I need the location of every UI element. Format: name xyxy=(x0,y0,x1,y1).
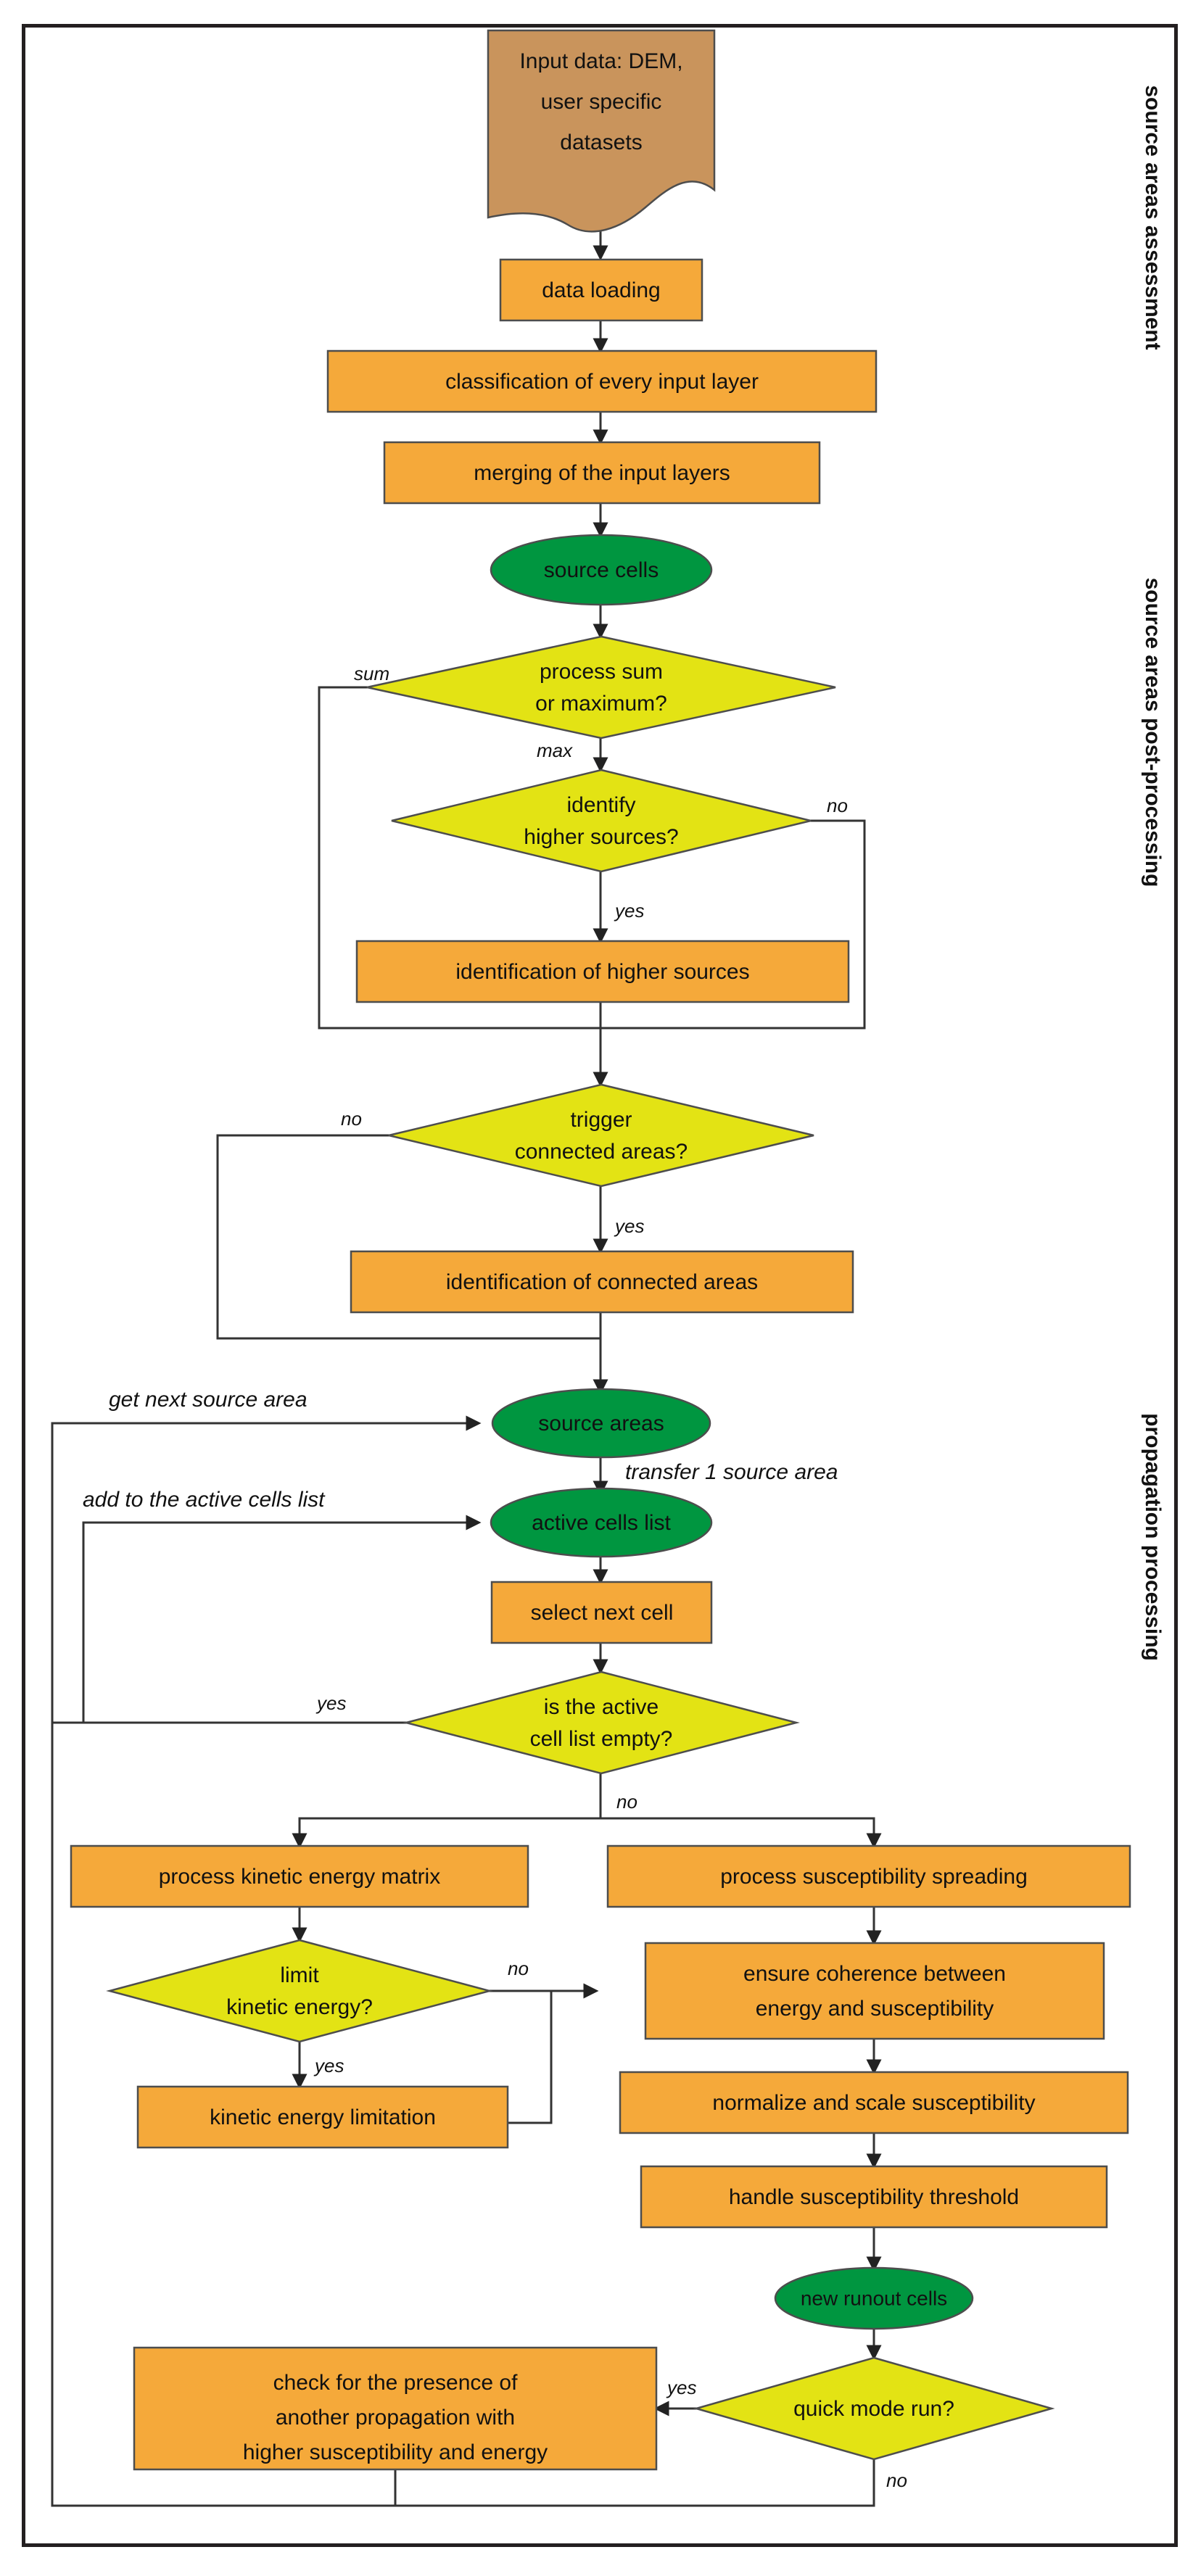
node-ensure-coherence-line-0: ensure coherence between xyxy=(743,1962,1006,1986)
node-input-data-line-0: Input data: DEM, xyxy=(519,49,682,73)
node-identify-higher-line-1: higher sources? xyxy=(524,825,678,849)
node-is-cell-list-empty: is the active cell list empty? xyxy=(403,1670,800,1775)
node-identification-connected-areas: identification of connected areas xyxy=(350,1250,854,1314)
node-data-loading: data loading xyxy=(499,258,703,322)
node-list-empty-line-1: cell list empty? xyxy=(530,1727,673,1751)
node-ident-higher-label: identification of higher sources xyxy=(455,960,749,984)
node-new-runout-label: new runout cells xyxy=(801,2287,947,2309)
node-process-sum-or-max: process sum or maximum? xyxy=(366,635,836,740)
node-new-runout-cells: new runout cells xyxy=(774,2266,974,2330)
node-identify-higher-sources: identify higher sources? xyxy=(391,769,812,873)
node-identification-higher-sources: identification of higher sources xyxy=(355,940,850,1003)
node-ensure-coherence-line-1: energy and susceptibility xyxy=(756,1997,994,2021)
node-trigger-conn-line-1: connected areas? xyxy=(515,1140,688,1164)
node-active-cells-list: active cells list xyxy=(490,1487,713,1558)
node-select-next-cell: select next cell xyxy=(490,1581,713,1644)
node-ident-conn-label: identification of connected areas xyxy=(446,1270,758,1294)
node-quick-mode-label: quick mode run? xyxy=(793,2397,954,2421)
node-source-cells: source cells xyxy=(490,534,713,606)
node-merging-label: merging of the input layers xyxy=(474,461,730,485)
edge-label-get-next-source-area: get next source area xyxy=(109,1388,308,1412)
edge-label-yes-connected: yes xyxy=(614,1215,644,1237)
node-limit-kinetic-line-0: limit xyxy=(280,1963,319,1987)
node-normalize-scale-susceptibility: normalize and scale susceptibility xyxy=(619,2071,1129,2134)
node-trigger-connected-areas: trigger connected areas? xyxy=(388,1083,814,1188)
node-select-next-cell-label: select next cell xyxy=(531,1601,674,1625)
node-input-data-line-2: datasets xyxy=(560,131,642,154)
side-label-1-text: source areas assessment xyxy=(1141,85,1165,349)
edge-label-no-higher: no xyxy=(827,795,848,816)
node-process-susceptibility-spreading: process susceptibility spreading xyxy=(606,1844,1131,1908)
node-sum-max-line-0: process sum xyxy=(540,660,663,684)
node-limit-kinetic-energy: limit kinetic energy? xyxy=(106,1939,493,2043)
node-quick-mode-run: quick mode run? xyxy=(693,2356,1055,2461)
edge-label-yes-empty: yes xyxy=(315,1692,346,1714)
edge-label-transfer-1-source-area: transfer 1 source area xyxy=(625,1460,838,1484)
node-normalize-label: normalize and scale susceptibility xyxy=(712,2091,1035,2115)
node-handle-susceptibility-threshold: handle susceptibility threshold xyxy=(640,2165,1108,2229)
node-check-presence-line-1: another propagation with xyxy=(276,2406,515,2430)
edge-label-yes-higher: yes xyxy=(614,900,644,922)
edge-label-no-limit: no xyxy=(508,1958,529,1979)
node-check-presence-line-0: check for the presence of xyxy=(273,2371,519,2395)
node-merging: merging of the input layers xyxy=(383,441,821,505)
node-trigger-conn-line-0: trigger xyxy=(570,1108,632,1132)
node-check-presence-line-2: higher susceptibility and energy xyxy=(243,2440,548,2464)
node-kinetic-matrix-label: process kinetic energy matrix xyxy=(159,1865,440,1889)
side-label-2-text: source areas post-processing xyxy=(1141,578,1165,887)
node-limit-kinetic-line-1: kinetic energy? xyxy=(226,1995,373,2019)
node-list-empty-line-0: is the active xyxy=(544,1695,659,1719)
node-process-kinetic-energy-matrix: process kinetic energy matrix xyxy=(70,1844,529,1908)
node-identify-higher-line-0: identify xyxy=(566,793,635,817)
node-classification: classification of every input layer xyxy=(326,349,878,413)
node-input-data: Input data: DEM, user specific datasets xyxy=(487,29,716,233)
node-handle-threshold-label: handle susceptibility threshold xyxy=(729,2185,1019,2209)
node-kin-limitation-label: kinetic energy limitation xyxy=(210,2105,436,2129)
node-kinetic-energy-limitation: kinetic energy limitation xyxy=(136,2085,509,2149)
edge-label-no-empty: no xyxy=(616,1791,637,1813)
node-classification-label: classification of every input layer xyxy=(445,370,759,394)
node-ensure-coherence: ensure coherence between energy and susc… xyxy=(644,1942,1105,2040)
side-label-source-areas-assessment: source areas assessment xyxy=(1141,85,1165,349)
node-input-data-line-1: user specific xyxy=(541,90,662,114)
node-source-areas-label: source areas xyxy=(538,1412,664,1436)
edge-label-no-connected: no xyxy=(341,1108,362,1130)
edge-label-yes-quick: yes xyxy=(666,2377,696,2398)
side-label-propagation-processing: propagation processing xyxy=(1141,1413,1165,1661)
node-check-presence: check for the presence of another propag… xyxy=(133,2346,658,2471)
edge-label-add-to-active-cells-list: add to the active cells list xyxy=(83,1488,326,1512)
connector-lines xyxy=(51,226,882,2507)
edge-label-yes-limit: yes xyxy=(313,2055,344,2076)
node-active-cells-label: active cells list xyxy=(532,1511,671,1535)
edge-label-sum: sum xyxy=(354,663,389,684)
edge-label-no-quick: no xyxy=(886,2469,907,2491)
edge-label-max: max xyxy=(537,740,573,761)
node-source-areas: source areas xyxy=(491,1388,711,1459)
node-sum-max-line-1: or maximum? xyxy=(535,692,667,716)
node-source-cells-label: source cells xyxy=(544,558,659,582)
node-susc-spreading-label: process susceptibility spreading xyxy=(720,1865,1028,1889)
side-label-source-areas-post-processing: source areas post-processing xyxy=(1141,578,1165,887)
side-label-3-text: propagation processing xyxy=(1141,1413,1165,1661)
node-data-loading-label: data loading xyxy=(542,278,660,302)
